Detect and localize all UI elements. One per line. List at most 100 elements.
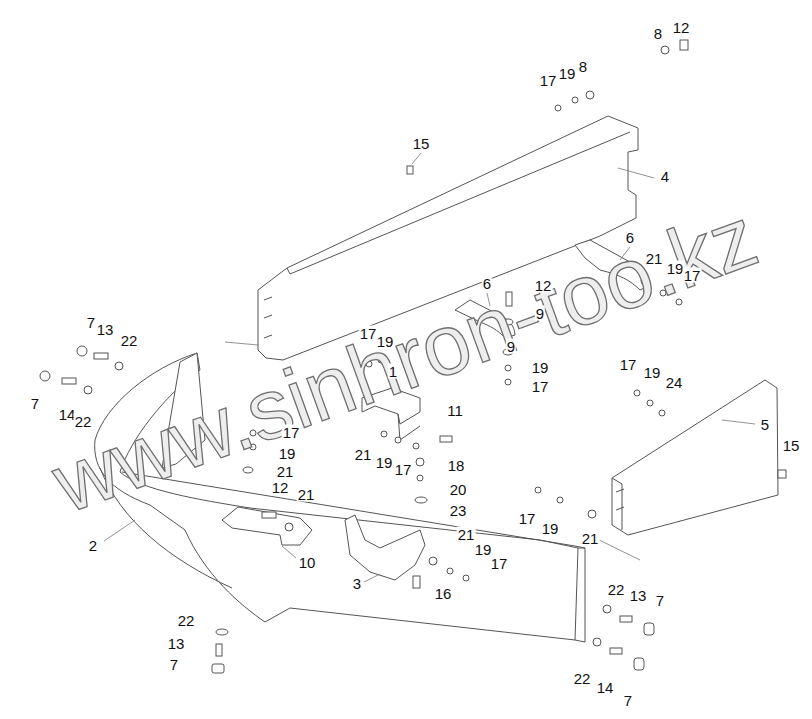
callout-number: 16: [434, 586, 453, 601]
callout-number: 23: [449, 503, 468, 518]
bracket: [222, 507, 312, 545]
drawing-line: [412, 153, 421, 164]
callout-number: 21: [581, 531, 600, 546]
drawing-line: [381, 431, 387, 437]
callout-number: 1: [388, 364, 398, 379]
callout-number: 13: [629, 588, 648, 603]
callout-number: 21: [645, 251, 664, 266]
callout-number: 19: [666, 261, 685, 276]
drawing-line: [593, 638, 601, 646]
drawing-line: [413, 576, 420, 588]
drawing-line: [407, 166, 413, 174]
drawing-line: [505, 379, 511, 385]
drawing-line: [644, 623, 654, 635]
drawing-line: [40, 371, 50, 381]
drawing-line: [415, 497, 427, 503]
drawing-line: [104, 520, 135, 541]
drawing-line: [555, 105, 561, 111]
callout-number: 9: [535, 306, 545, 321]
callout-number: 21: [354, 447, 373, 462]
callout-number: 17: [518, 511, 537, 526]
callout-number: 15: [412, 136, 431, 151]
drawing-line: [429, 557, 437, 565]
bracket: [398, 414, 420, 440]
callout-number: 9: [506, 339, 516, 354]
callout-number: 21: [276, 464, 295, 479]
callout-number: 19: [375, 455, 394, 470]
callout-number: 6: [482, 276, 492, 291]
callout-number: 21: [457, 527, 476, 542]
drawing-line: [588, 510, 596, 518]
drawing-line: [243, 467, 253, 473]
drawing-line: [440, 436, 452, 442]
callout-number: 19: [541, 521, 560, 536]
drawing-line: [618, 168, 654, 178]
drawing-line: [722, 420, 755, 424]
callout-number: 18: [447, 458, 466, 473]
drawing-line: [364, 574, 380, 582]
callout-number: 17: [619, 357, 638, 372]
bumper-end: [575, 548, 585, 642]
fasteners: [40, 40, 786, 673]
drawing-line: [535, 487, 541, 493]
callout-number: 22: [74, 414, 93, 429]
callout-number: 19: [531, 360, 550, 375]
callout-number: 8: [653, 26, 663, 41]
callout-number: 22: [120, 333, 139, 348]
callout-number: 7: [86, 315, 96, 330]
callout-number: 24: [665, 375, 684, 390]
drawing-line: [620, 616, 632, 622]
callout-number: 13: [167, 636, 186, 651]
callout-number: 19: [474, 542, 493, 557]
callout-number: 2: [88, 538, 98, 553]
drawing-line: [262, 512, 276, 518]
callout-number: 17: [539, 73, 558, 88]
drawing-line: [84, 386, 92, 394]
drawing-line: [395, 437, 401, 443]
callout-number: 12: [672, 20, 691, 35]
drawing-line: [285, 523, 293, 531]
drawing-line: [216, 644, 222, 656]
drawing-line: [282, 546, 296, 558]
drawing-line: [416, 458, 424, 466]
drawing-line: [216, 629, 228, 635]
drawing-line: [77, 346, 87, 356]
callout-number: 4: [660, 169, 670, 184]
callout-number: 11: [446, 403, 464, 418]
callout-number: 20: [449, 482, 468, 497]
callout-number: 14: [596, 680, 615, 695]
drawing-line: [680, 40, 688, 50]
drawing-line: [557, 497, 563, 503]
callout-number: 19: [558, 66, 577, 81]
drawing-line: [417, 475, 423, 481]
callout-number: 17: [531, 379, 550, 394]
callout-number: 22: [607, 582, 626, 597]
callout-number: 13: [96, 322, 115, 337]
plate-slot: [264, 297, 272, 300]
drawing-line: [413, 443, 419, 449]
callout-number: 21: [297, 487, 316, 502]
side-plate: [612, 380, 778, 535]
callout-number: 7: [655, 593, 665, 608]
drawing-line: [586, 91, 594, 99]
callout-number: 17: [359, 326, 378, 341]
callout-number: 3: [352, 576, 362, 591]
drawing-line: [634, 658, 644, 670]
drawing-line: [94, 353, 108, 359]
bracket: [345, 515, 425, 580]
callout-number: 6: [625, 230, 635, 245]
drawing-line: [634, 390, 640, 396]
drawing-line: [212, 664, 224, 673]
plate-lip: [612, 478, 622, 530]
callout-number: 17: [490, 556, 509, 571]
callout-number: 12: [271, 480, 290, 495]
plate-slot: [616, 507, 624, 510]
drawing-line: [225, 342, 258, 345]
callout-number: 7: [623, 693, 633, 708]
callout-number: 7: [169, 657, 179, 672]
callout-number: 5: [760, 417, 770, 432]
callout-number: 19: [643, 365, 662, 380]
drawing-line: [610, 648, 622, 654]
drawing-line: [115, 362, 123, 370]
